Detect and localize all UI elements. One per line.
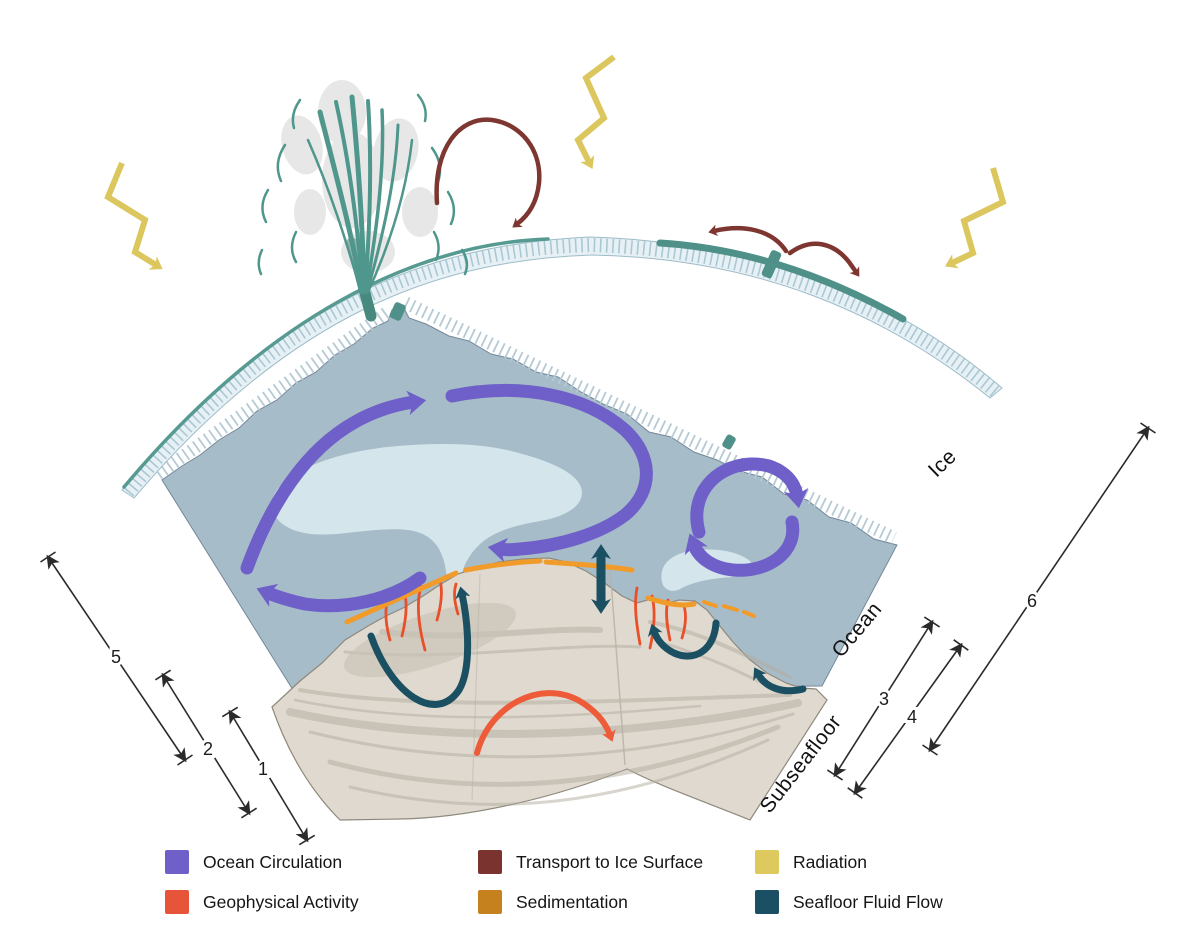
plume-jets xyxy=(306,94,414,295)
hydrothermal-plume-mushroom xyxy=(271,444,582,577)
legend-swatch-radiation xyxy=(755,850,779,874)
circulation-top-return-arrow xyxy=(445,383,653,563)
legend-label-radiation: Radiation xyxy=(793,852,867,872)
depth-number-6: 6 xyxy=(1027,591,1037,611)
circulation-left-rise-arrow xyxy=(240,390,427,575)
legend-label-seafloor-fluid-flow: Seafloor Fluid Flow xyxy=(793,892,943,912)
circulation-bottom-left-arrow xyxy=(256,571,427,613)
subseafloor-body xyxy=(271,557,828,821)
sediment-layer xyxy=(344,558,756,625)
surface-deposit-layer xyxy=(656,239,907,323)
legend-item-geophysical-activity: Geophysical Activity xyxy=(165,890,359,914)
radiation-arrow-right xyxy=(944,167,1007,269)
ice-label: Ice xyxy=(924,445,961,482)
legend-item-seafloor-fluid-flow: Seafloor Fluid Flow xyxy=(755,890,943,914)
ocean-body xyxy=(154,297,898,691)
depth-number-4: 4 xyxy=(907,707,917,727)
depth-number-3: 3 xyxy=(879,689,889,709)
legend-label-ocean-circulation: Ocean Circulation xyxy=(203,852,342,872)
fluid-flow-right-u-arrow xyxy=(647,619,720,660)
depth-marker-6: 6 xyxy=(922,422,1156,756)
ocean-circulation-arrows xyxy=(240,383,809,613)
geophysical-arc-arrow xyxy=(474,690,616,756)
radiation-arrow-left xyxy=(104,161,163,270)
fluid-flow-hook-arrow xyxy=(753,667,807,695)
depth-number-5: 5 xyxy=(111,647,121,667)
legend-item-ocean-circulation: Ocean Circulation xyxy=(165,850,342,874)
depth-marker-5: 5 xyxy=(40,551,193,766)
legend-swatch-transport-to-ice-surface xyxy=(478,850,502,874)
radiation-arrow-center xyxy=(574,54,616,169)
legend-label-transport-to-ice-surface: Transport to Ice Surface xyxy=(516,852,703,872)
legend-swatch-sedimentation xyxy=(478,890,502,914)
subseafloor-strata xyxy=(286,602,802,806)
radiation-arrows xyxy=(104,54,1007,270)
legend-item-sedimentation: Sedimentation xyxy=(478,890,628,914)
interface-plug-right xyxy=(722,434,736,450)
legend-item-radiation: Radiation xyxy=(755,850,867,874)
seafloor-fluid-flow-arrows xyxy=(367,544,807,708)
plume-eruption xyxy=(257,80,469,295)
slab-seam-right xyxy=(609,566,626,766)
slab-seam-left xyxy=(471,573,481,801)
eddy-lower-arrow xyxy=(684,515,800,577)
hydrothermal-plume-small xyxy=(661,549,753,591)
ice-band-top-line xyxy=(122,237,550,489)
legend-swatch-seafloor-fluid-flow xyxy=(755,890,779,914)
depth-number-2: 2 xyxy=(203,739,213,759)
legend-label-geophysical-activity: Geophysical Activity xyxy=(203,892,359,912)
legend: Ocean Circulation Geophysical Activity T… xyxy=(165,850,943,914)
depth-annotations: 1 2 3 4 5 6 xyxy=(40,422,1156,846)
ocean-interface-hatch-left xyxy=(154,307,390,480)
surface-deposit-plug xyxy=(761,250,782,279)
surface-spread-left-arrow xyxy=(708,224,789,254)
legend-swatch-ocean-circulation xyxy=(165,850,189,874)
plume-spray-arcs xyxy=(257,93,469,276)
legend-label-sedimentation: Sedimentation xyxy=(516,892,628,912)
strata-patch xyxy=(344,602,516,678)
fluid-flow-big-u-arrow xyxy=(367,586,472,708)
eddy-upper-arrow xyxy=(690,457,809,539)
interface-plug-apex xyxy=(389,302,406,321)
surface-spread-right-arrow xyxy=(787,241,860,277)
fallback-arch-arrow xyxy=(434,117,542,228)
geophysical-activity-arrow-group xyxy=(474,690,616,756)
legend-swatch-geophysical-activity xyxy=(165,890,189,914)
transport-to-ice-surface-arrows xyxy=(434,117,860,277)
ocean-interface-hatch-right xyxy=(403,297,897,544)
legend-item-transport-to-ice-surface: Transport to Ice Surface xyxy=(478,850,703,874)
depth-marker-2: 2 xyxy=(154,669,258,819)
depth-number-1: 1 xyxy=(258,759,268,779)
